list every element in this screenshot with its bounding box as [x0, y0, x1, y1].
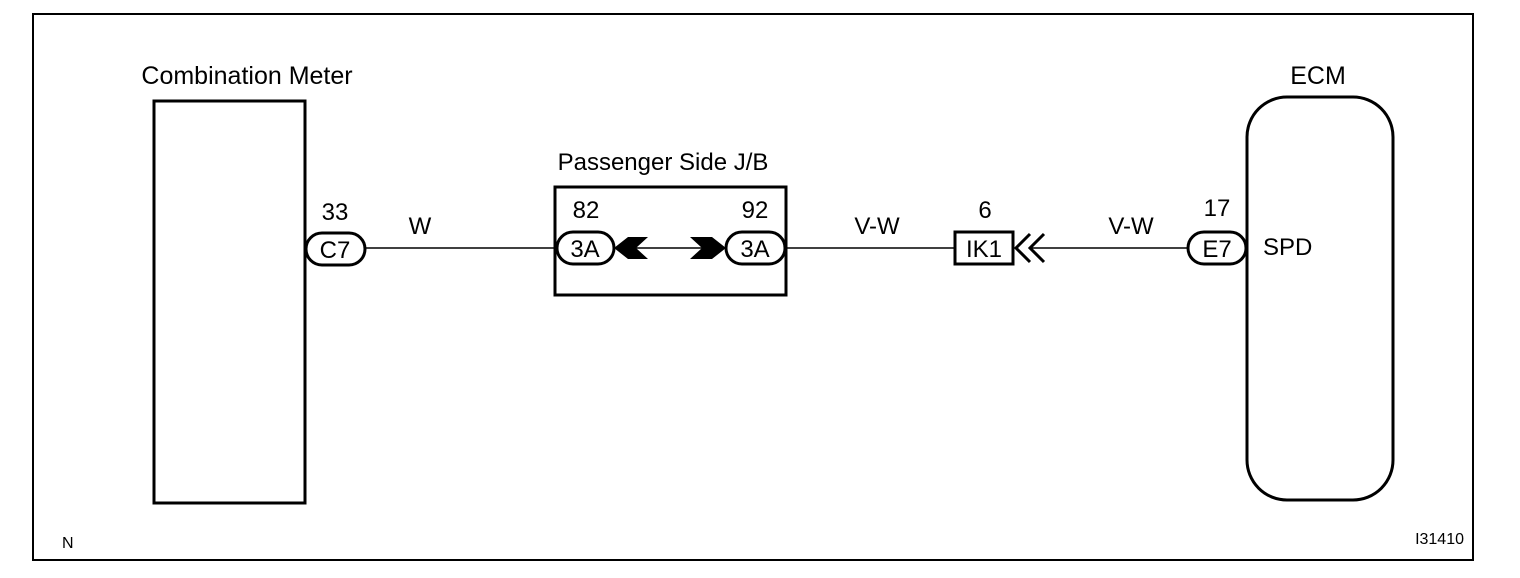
diagram-frame	[32, 13, 1474, 561]
connector-jb-right-pin: 92	[742, 197, 769, 224]
combination-meter-box	[152, 99, 307, 505]
connector-jb-left-code: 3A	[570, 236, 599, 263]
connector-ik1-code: IK1	[966, 236, 1002, 263]
junction-block-label: Passenger Side J/B	[558, 149, 769, 176]
connector-ik1	[953, 230, 1015, 266]
ecm-label: ECM	[1290, 62, 1346, 90]
connector-jb-right-code: 3A	[740, 236, 769, 263]
connector-c7-code: C7	[320, 237, 351, 264]
combination-meter-label: Combination Meter	[141, 62, 352, 90]
connector-e7-code: E7	[1202, 236, 1231, 263]
wire-jb-to-ik1-color: V-W	[854, 213, 900, 240]
connector-ik1-pin: 6	[978, 197, 991, 224]
wire-ik1-to-ecm-color: V-W	[1108, 213, 1154, 240]
connector-jb-left-pin: 82	[573, 197, 600, 224]
ik1-chevron-1-icon	[1013, 232, 1032, 264]
wire-meter-to-jb-color: W	[409, 213, 432, 240]
ecm-box	[1245, 95, 1395, 502]
connector-c7	[304, 231, 367, 267]
jb-arrow-right-icon	[690, 237, 726, 259]
junction-block-box	[553, 185, 788, 297]
connector-c7-pin: 33	[322, 199, 349, 226]
connector-e7	[1186, 230, 1248, 266]
diagram-id: I31410	[1415, 531, 1464, 548]
footer-left-code: N	[62, 535, 74, 552]
connector-e7-pin: 17	[1204, 195, 1231, 222]
ecm-terminal-spd: SPD	[1263, 234, 1312, 261]
jb-arrow-left-icon	[614, 237, 648, 259]
